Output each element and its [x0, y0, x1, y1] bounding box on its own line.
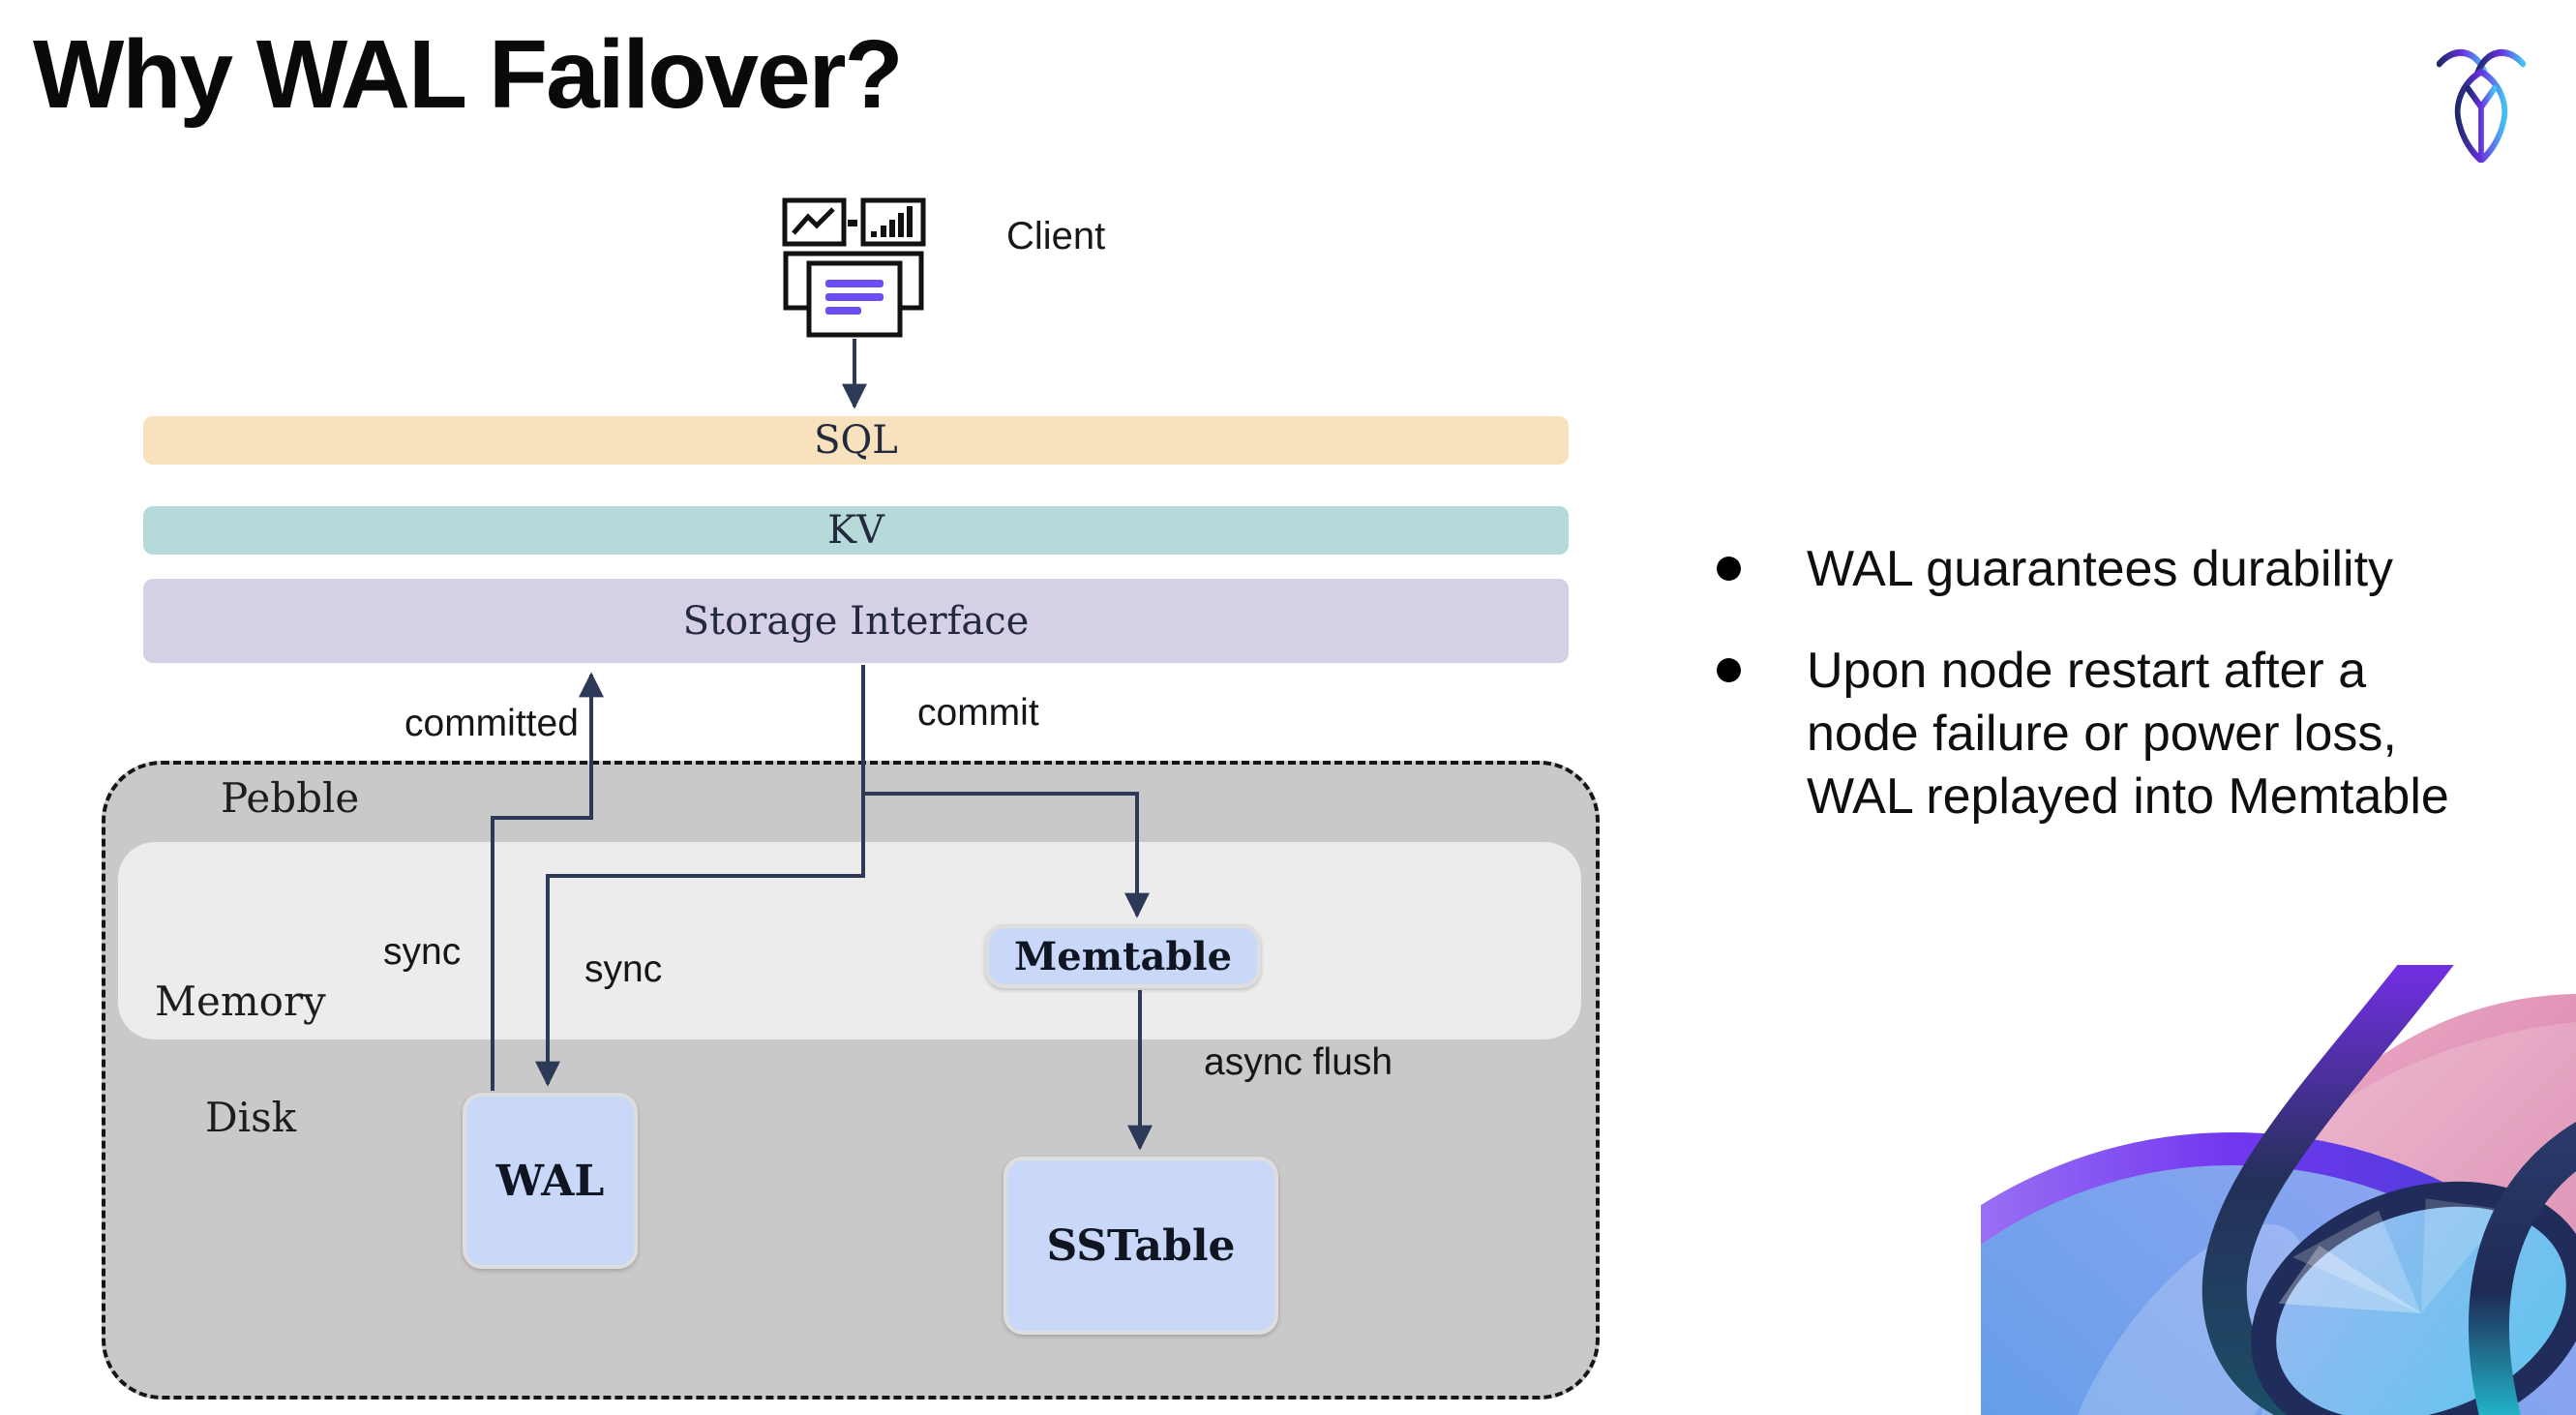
- layer-kv-label: KV: [827, 508, 884, 553]
- client-monitors-icon: [782, 197, 926, 338]
- edge-label-committed: committed: [404, 703, 579, 744]
- bullet-1-text: WAL guarantees durability: [1807, 538, 2393, 601]
- bullet-1-line-1: WAL guarantees durability: [1807, 541, 2394, 597]
- layer-sql-label: SQL: [814, 418, 898, 463]
- cockroachdb-logo-icon: [2436, 48, 2527, 163]
- memory-label: Memory: [155, 978, 326, 1025]
- bullet-2-line-2: node failure or power loss,: [1807, 706, 2397, 762]
- client-document-lines: [825, 280, 884, 315]
- edge-label-sync-b: sync: [584, 948, 663, 990]
- artwork-purple-rim: [1981, 1132, 2576, 1332]
- memtable-node: Memtable: [985, 924, 1261, 988]
- memtable-node-label: Memtable: [1013, 933, 1233, 979]
- disk-label: Disk: [205, 1094, 297, 1141]
- client-label: Client: [1006, 215, 1106, 257]
- bullet-item-2: Upon node restart after a node failure o…: [1717, 640, 2549, 828]
- client-chart-line-box: [782, 197, 847, 247]
- memory-band: [118, 842, 1581, 1039]
- logo-stem: [2465, 85, 2498, 162]
- bullet-list: WAL guarantees durability Upon node rest…: [1717, 538, 2549, 867]
- client-dash: [848, 220, 857, 226]
- pebble-label: Pebble: [221, 774, 360, 822]
- edge-label-async-flush: async flush: [1204, 1041, 1393, 1083]
- wal-node-label: WAL: [495, 1156, 605, 1206]
- bullet-dot: [1717, 658, 1741, 682]
- sstable-node: SSTable: [1003, 1157, 1278, 1335]
- edge-label-sync-a: sync: [383, 931, 462, 973]
- page-title: Why WAL Failover?: [33, 20, 904, 129]
- bullet-dot: [1717, 557, 1741, 581]
- layer-sql: SQL: [143, 416, 1569, 465]
- bullet-2-text: Upon node restart after a node failure o…: [1807, 640, 2449, 828]
- bullet-2-line-1: Upon node restart after a: [1807, 643, 2367, 699]
- layer-kv: KV: [143, 506, 1569, 555]
- artwork-teal-curve: [2468, 1122, 2576, 1415]
- layer-storage-interface-label: Storage Interface: [682, 598, 1030, 644]
- layer-storage-interface: Storage Interface: [143, 579, 1569, 663]
- edge-label-commit: commit: [917, 692, 1039, 734]
- sstable-node-label: SSTable: [1046, 1220, 1236, 1271]
- client-line-chart-glyph: [792, 207, 835, 235]
- wal-node: WAL: [463, 1093, 638, 1269]
- client-bar-chart-glyph: [871, 206, 913, 237]
- bullet-2-line-3: WAL replayed into Memtable: [1807, 768, 2449, 825]
- logo-antenna-right: [2474, 48, 2527, 76]
- bullet-item-1: WAL guarantees durability: [1717, 538, 2549, 601]
- brand-artwork: [1981, 965, 2576, 1415]
